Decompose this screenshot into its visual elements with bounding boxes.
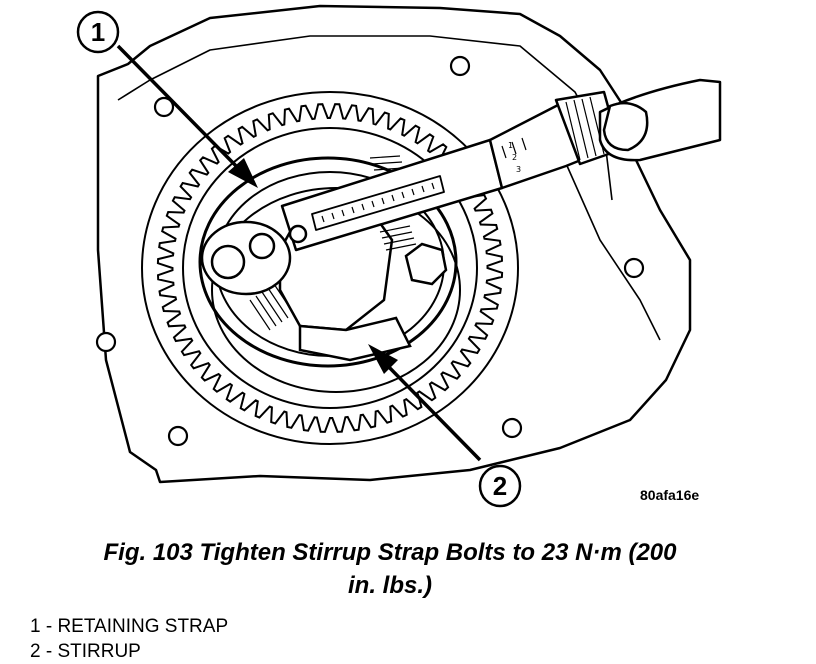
ratchet-socket xyxy=(210,244,246,280)
bolt-hole xyxy=(449,55,471,77)
strap-bolt-head xyxy=(404,242,448,286)
figure-code: 80afa16e xyxy=(640,487,699,503)
stirrup-shading xyxy=(249,283,295,331)
wrench-scale-label: 3 xyxy=(516,165,521,174)
figure-legend: 1 - RETAINING STRAP 2 - STIRRUP xyxy=(30,614,228,664)
bolt-hole xyxy=(153,96,175,118)
callout-2-leader xyxy=(380,358,482,462)
handle-scale-ticks xyxy=(491,137,527,163)
outer-bearing-ring xyxy=(141,91,519,445)
wrench-pivot xyxy=(288,224,308,244)
ring-gear-teeth xyxy=(156,103,504,433)
bolt-hole xyxy=(623,257,645,279)
hand-finger-tip xyxy=(602,101,649,152)
case-right-edge xyxy=(559,149,661,341)
wrench-scale-label: 2 xyxy=(512,153,517,162)
callout-1-leader xyxy=(116,44,244,174)
stirrup-lower-block xyxy=(298,316,412,362)
callout-1-circle xyxy=(76,10,120,54)
caption-line-1: Fig. 103 Tighten Stirrup Strap Bolts to … xyxy=(103,539,677,566)
ring-gear-inner-edge xyxy=(182,127,478,409)
legend-item-retaining-strap: 1 - RETAINING STRAP xyxy=(30,616,229,637)
figure-caption: Fig. 103 Tighten Stirrup Strap Bolts to … xyxy=(40,536,740,602)
bolt-hole xyxy=(501,417,523,439)
caption-line-2: in. lbs.) xyxy=(348,572,432,599)
callout-1-arrowhead xyxy=(228,158,258,188)
callout-2-number: 2 xyxy=(493,471,507,501)
grip-knurling xyxy=(565,96,605,161)
bolt-hole xyxy=(95,331,117,353)
legend-item-stirrup: 2 - STIRRUP xyxy=(30,641,141,662)
torque-wrench-scale-window xyxy=(311,175,445,231)
technical-illustration: 1 2 3 1 2 80afa16e xyxy=(76,4,722,508)
bolt-hole xyxy=(167,425,189,447)
transmission-case-outline xyxy=(96,4,692,484)
callout-2-arrowhead xyxy=(368,344,398,374)
callout-1-number: 1 xyxy=(91,17,105,47)
callout-2-circle xyxy=(478,464,522,508)
strap-shading xyxy=(379,225,417,251)
ratchet-release-button xyxy=(248,232,276,260)
ring-gear xyxy=(156,103,504,433)
wrench-scale-label: 1 xyxy=(508,141,513,150)
torque-scale-ticks xyxy=(321,182,435,223)
